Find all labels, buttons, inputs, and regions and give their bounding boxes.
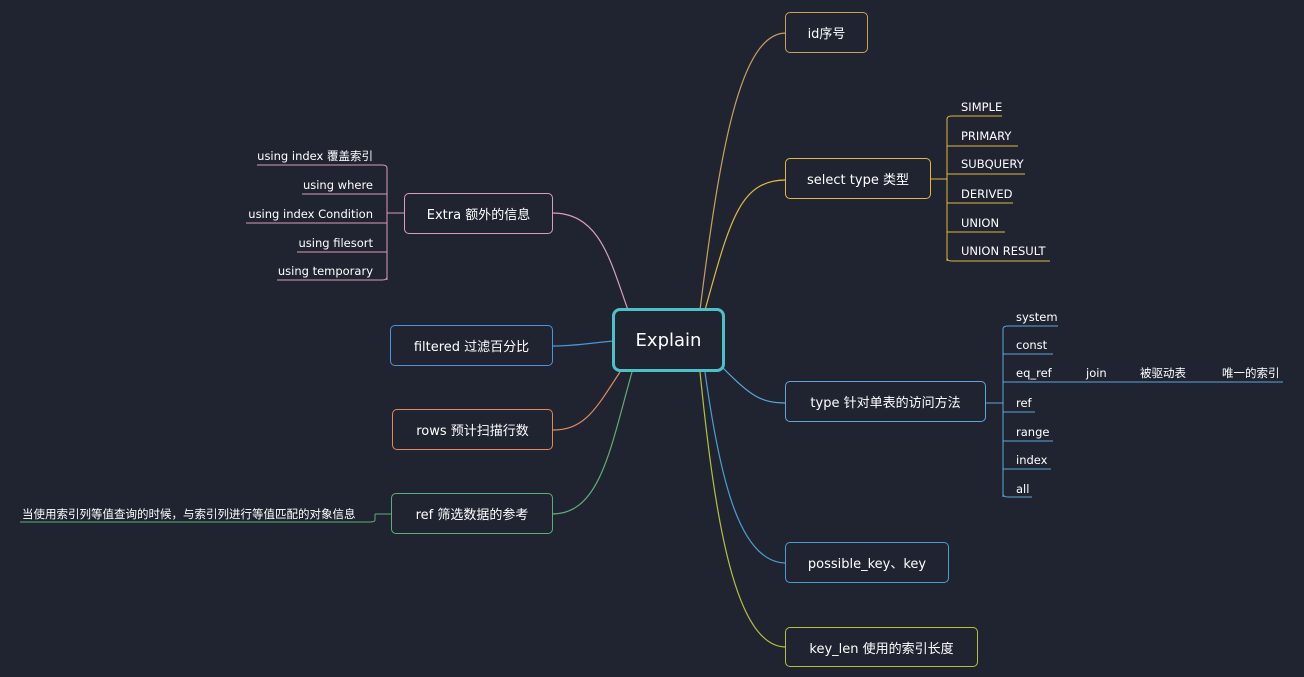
node-rows-label: rows 预计扫描行数 <box>416 424 529 439</box>
node-select-type[interactable]: select type 类型 <box>785 158 931 199</box>
node-key-len-label: key_len 使用的索引长度 <box>809 641 954 657</box>
connector-select-type <box>704 179 787 311</box>
leaf-extra-using-index-condition[interactable]: using index Condition <box>248 207 373 221</box>
leaf-type-index[interactable]: index <box>1016 453 1048 467</box>
connector-possible-key <box>704 371 787 564</box>
leaf-eq-ref-join[interactable]: join <box>1086 366 1107 380</box>
leaf-type-all[interactable]: all <box>1016 482 1030 496</box>
leaf-select-type-primary[interactable]: PRIMARY <box>961 129 1012 143</box>
connector-filtered <box>551 340 615 347</box>
leaf-select-type-simple[interactable]: SIMPLE <box>961 100 1003 114</box>
node-ref[interactable]: ref 筛选数据的参考 <box>391 493 553 534</box>
node-id[interactable]: id序号 <box>785 12 868 53</box>
node-id-label: id序号 <box>807 27 846 42</box>
connector-key-len <box>699 371 787 648</box>
node-type[interactable]: type 针对单表的访问方法 <box>785 381 986 422</box>
leaf-select-type-subquery[interactable]: SUBQUERY <box>961 157 1024 171</box>
leaf-type-eq-ref[interactable]: eq_ref <box>1016 366 1052 380</box>
connector-id <box>699 32 787 311</box>
root-node-explain[interactable]: Explain <box>612 308 725 372</box>
connector-rows <box>551 371 621 431</box>
node-rows[interactable]: rows 预计扫描行数 <box>392 409 553 450</box>
leaf-extra-using-where[interactable]: using where <box>302 178 373 192</box>
leaf-eq-ref-unique-index[interactable]: 唯一的索引 <box>1222 366 1280 380</box>
leaf-extra-using-temporary[interactable]: using temporary <box>277 264 373 278</box>
connector-type <box>722 367 787 404</box>
leaf-type-range[interactable]: range <box>1016 425 1050 439</box>
node-type-label: type 针对单表的访问方法 <box>810 396 961 411</box>
leaf-type-ref[interactable]: ref <box>1016 396 1032 410</box>
node-key-len[interactable]: key_len 使用的索引长度 <box>785 627 978 667</box>
leaf-type-system[interactable]: system <box>1016 310 1058 324</box>
node-filtered-label: filtered 过滤百分比 <box>413 340 530 355</box>
node-extra[interactable]: Extra 额外的信息 <box>404 193 553 234</box>
node-possible-key-label: possible_key、key <box>807 557 927 572</box>
connector-extra <box>551 212 629 311</box>
node-ref-label: ref 筛选数据的参考 <box>415 508 529 523</box>
leaf-select-type-derived[interactable]: DERIVED <box>961 187 1013 201</box>
node-extra-label: Extra 额外的信息 <box>426 208 531 223</box>
node-filtered[interactable]: filtered 过滤百分比 <box>390 325 553 366</box>
leaf-ref-description[interactable]: 当使用索引列等值查询的时候，与索引列进行等值匹配的对象信息 <box>22 507 356 521</box>
node-possible-key[interactable]: possible_key、key <box>785 542 949 583</box>
leaf-extra-using-filesort[interactable]: using filesort <box>298 236 374 250</box>
leaf-type-const[interactable]: const <box>1016 338 1048 352</box>
leaf-eq-ref-driven-table[interactable]: 被驱动表 <box>1140 366 1186 380</box>
leaf-extra-using-index[interactable]: using index 覆盖索引 <box>257 149 373 163</box>
node-select-type-label: select type 类型 <box>807 173 909 188</box>
leaf-select-type-union-result[interactable]: UNION RESULT <box>961 244 1046 258</box>
connector-ref <box>551 371 633 515</box>
leaf-select-type-union[interactable]: UNION <box>961 216 1000 230</box>
root-label: Explain <box>635 329 702 351</box>
